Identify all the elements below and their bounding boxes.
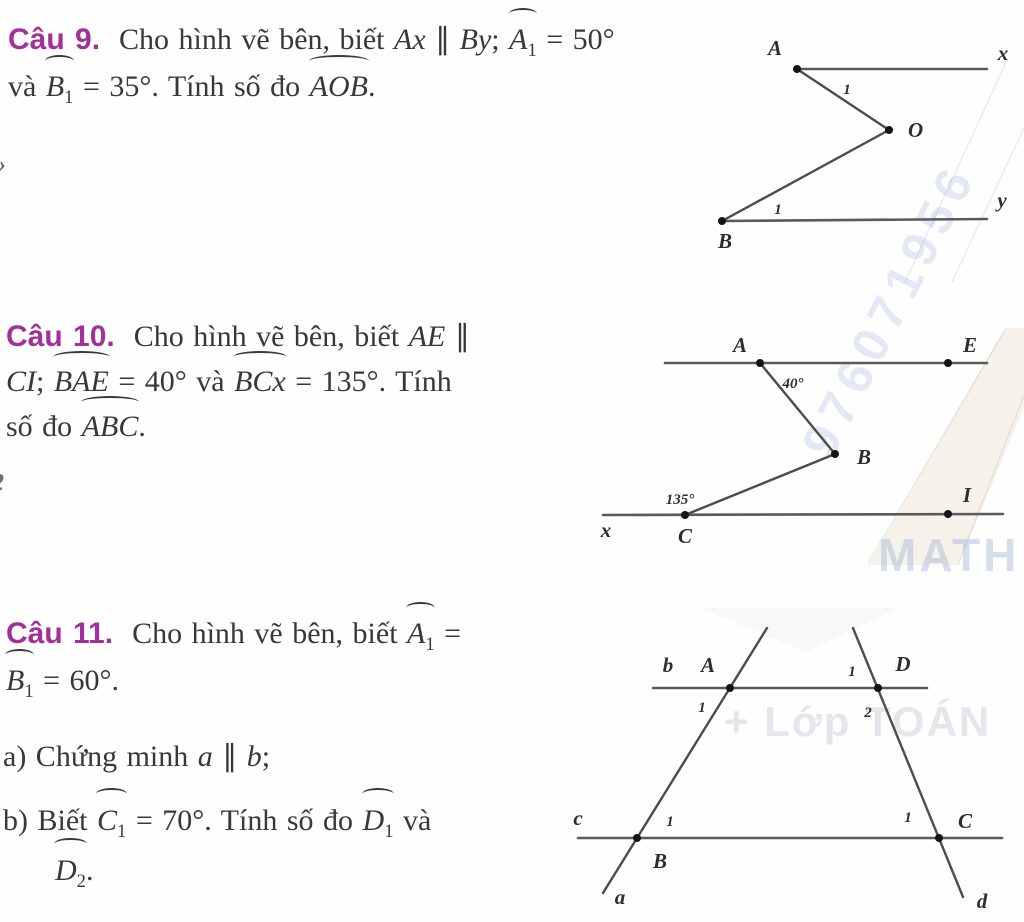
angle-mark-A1: 1 xyxy=(698,700,706,716)
point-E xyxy=(944,359,952,367)
problem-10-line-1: Câu 10. Cho hình vẽ bên, biết AE ∥ xyxy=(6,320,470,353)
angle-mark-40: 40° xyxy=(782,376,804,392)
problem-9-line-1: Câu 9. Cho hình vẽ bên, biết Ax ∥ By; A1… xyxy=(8,8,688,63)
label-E: E xyxy=(962,333,977,357)
segment-AO xyxy=(795,67,891,132)
point-O xyxy=(885,126,893,134)
problem-11-item-b: b) Biết C1 = 70°. Tính số đo D1 và D2. xyxy=(3,788,663,896)
problem-11-item-a-line: a) Chứng minh a ∥ b; xyxy=(3,740,271,773)
point-I xyxy=(944,510,952,518)
problem-11-item-a: a) Chứng minh a ∥ b; xyxy=(3,733,623,780)
angle-mark-135: 135° xyxy=(666,492,695,508)
label-A: A xyxy=(699,653,715,677)
watermark-beige-band xyxy=(868,328,1024,565)
label-line-c: c xyxy=(573,806,583,830)
point-C xyxy=(935,834,943,842)
problem-9-line-2: và B1 = 35°. Tính số đo AOB. xyxy=(8,55,688,110)
ray-By xyxy=(720,217,989,223)
label-line-b: b xyxy=(663,653,674,677)
point-D xyxy=(874,684,882,692)
label-line-a: a xyxy=(615,885,626,909)
label-D: D xyxy=(894,652,910,676)
figure-11-diagram: b A D c C B a d 1 1 2 1 1 xyxy=(573,626,1004,913)
label-B: B xyxy=(856,445,871,469)
line-a xyxy=(601,626,769,895)
figure-10-diagram: A E B C I x 40° 135° xyxy=(600,333,1005,548)
point-C xyxy=(681,511,689,519)
label-x: x xyxy=(997,41,1009,65)
angle-mark-D2: 2 xyxy=(863,705,872,721)
label-B: B xyxy=(717,229,732,253)
point-B xyxy=(633,834,641,842)
problem-11-statement: Câu 11. Cho hình vẽ bên, biết A1 = B1 = … xyxy=(5,602,626,704)
label-I: I xyxy=(962,483,972,507)
label-y: y xyxy=(994,188,1007,212)
figure-9-diagram: A x O B y 1 1 xyxy=(717,36,1009,253)
point-A xyxy=(793,65,801,73)
watermark-diagonal-line xyxy=(951,127,1024,283)
problem-11-line-2: B1 = 60°. xyxy=(5,649,626,704)
segment-AB xyxy=(758,361,837,456)
label-A: A xyxy=(731,333,747,357)
angle-mark-B1: 1 xyxy=(666,814,674,830)
point-A xyxy=(756,359,764,367)
watermark-diagonal-line xyxy=(957,394,1024,566)
angle-mark-D1: 1 xyxy=(848,664,856,680)
problem-10-line-2: CI; BAE = 40° và BCx = 135°. Tính xyxy=(6,351,596,404)
label-line-d: d xyxy=(977,889,988,913)
label-C: C xyxy=(678,524,693,548)
label-x: x xyxy=(600,518,612,542)
point-A xyxy=(726,684,734,692)
label-B: B xyxy=(652,849,667,873)
angle-mark-B1: 1 xyxy=(774,202,782,218)
point-B xyxy=(831,450,839,458)
point-B xyxy=(718,217,726,225)
angle-mark-C1: 1 xyxy=(904,810,912,826)
line-xCI xyxy=(601,512,1005,517)
problem-11-line-1: Câu 11. Cho hình vẽ bên, biết A1 = xyxy=(6,602,626,657)
problem-11-item-b-line-1: b) Biết C1 = 70°. Tính số đo D1 và xyxy=(3,788,663,846)
problem-11-item-b-line-2: D2. xyxy=(54,838,663,896)
problem-10-line-3: số đo ABC. xyxy=(6,396,596,449)
watermark-diagonal-line xyxy=(904,57,1009,283)
edge-artifact-2: 2 xyxy=(0,470,4,497)
segment-BC xyxy=(683,452,837,517)
label-C: C xyxy=(958,809,973,833)
label-O: O xyxy=(908,118,923,142)
segment-OB xyxy=(720,128,891,223)
problem-9-statement: Câu 9. Cho hình vẽ bên, biết Ax ∥ By; A1… xyxy=(8,8,688,110)
problem-10-statement: Câu 10. Cho hình vẽ bên, biết AE ∥ CI; B… xyxy=(6,314,596,449)
line-d xyxy=(851,626,965,899)
label-A: A xyxy=(766,36,782,60)
edge-artifact-1: » xyxy=(0,152,6,179)
angle-mark-A1: 1 xyxy=(843,82,851,98)
watermark-diagonal-line xyxy=(867,329,1006,564)
